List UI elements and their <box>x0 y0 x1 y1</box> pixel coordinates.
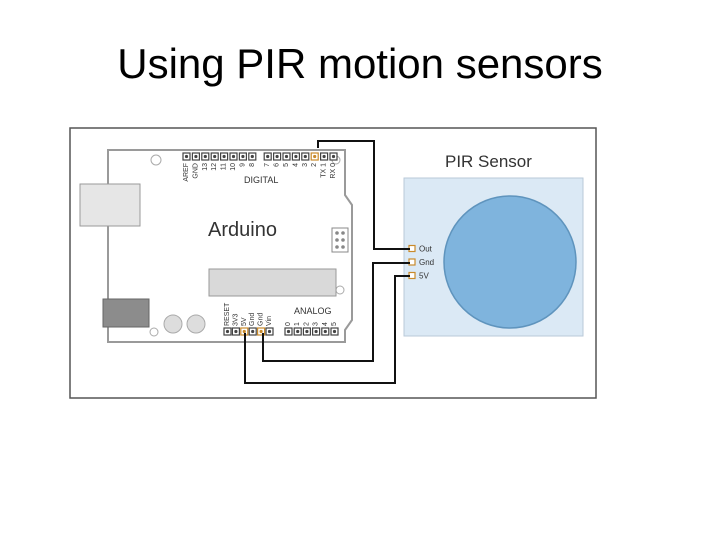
header-pin-hole <box>332 329 337 334</box>
pin-label: 11 <box>221 163 228 170</box>
icsp-pin <box>341 238 345 242</box>
header-pin-hole <box>251 329 255 334</box>
header-pin-hole <box>296 329 300 334</box>
pin-label: 2 <box>311 163 318 167</box>
header-pin-hole <box>313 154 317 159</box>
header-pin-hole <box>222 154 226 159</box>
header-pin-hole <box>266 154 270 159</box>
icsp-pin <box>335 231 339 235</box>
pin-label: 9 <box>239 163 246 167</box>
pin-label: Vin <box>266 316 273 326</box>
pin-label: 5 <box>283 163 290 167</box>
pin-label: 5 <box>331 322 338 326</box>
icsp-pin <box>335 238 339 242</box>
pin-label: 12 <box>211 163 218 171</box>
header-pin-hole <box>314 329 318 334</box>
header-pin-hole <box>303 154 307 159</box>
header-pin-hole <box>323 329 327 334</box>
pin-label: 8 <box>249 163 256 167</box>
mount-hole <box>149 327 159 337</box>
header-pin-hole <box>259 329 263 334</box>
pir-sensor-dome <box>443 195 577 329</box>
header-pin-hole <box>286 329 291 334</box>
header-pin-hole <box>231 154 236 159</box>
pin-label: Gnd <box>258 313 265 326</box>
header-pin-hole <box>322 154 326 159</box>
header-pin-hole <box>305 329 309 334</box>
pin-label: 10 <box>230 163 237 171</box>
header-pin-hole <box>213 154 217 159</box>
pin-label: 4 <box>322 322 329 326</box>
header-pin-hole <box>203 154 207 159</box>
analog-label: ANALOG <box>294 306 332 316</box>
header-pin-hole <box>225 329 230 334</box>
digital-label: DIGITAL <box>244 175 278 185</box>
mount-hole <box>150 154 162 166</box>
header-pin-hole <box>267 329 272 334</box>
header-pin-hole <box>241 154 245 159</box>
pin-label: TX 1 <box>321 163 328 178</box>
capacitor <box>186 314 206 334</box>
pin-label: 2 <box>303 322 310 326</box>
header-pin-hole <box>294 154 298 159</box>
pin-label: 5V <box>241 317 248 326</box>
pin-label: 1 <box>294 322 301 326</box>
header-pin-hole <box>275 154 279 159</box>
pin-label: Gnd <box>249 313 256 326</box>
icsp-pin <box>341 231 345 235</box>
pir-sensor-title: PIR Sensor <box>445 152 532 171</box>
pin-label: 13 <box>202 163 209 171</box>
header-pin-hole <box>234 329 238 334</box>
microcontroller-chip <box>208 268 337 297</box>
sensor-pin-label: Out <box>419 245 433 254</box>
capacitor <box>163 314 183 334</box>
slide-title: Using PIR motion sensors <box>117 40 603 87</box>
pin-label: RX 0 <box>330 163 337 179</box>
power-jack <box>102 298 150 328</box>
wire-gnd <box>262 262 410 362</box>
wire-out-to-pin2 <box>317 140 410 250</box>
sensor-pin-label: Gnd <box>419 258 434 267</box>
header-pin-hole <box>284 154 289 159</box>
icsp-header <box>331 227 349 253</box>
mount-hole <box>335 285 345 295</box>
pin-label: 4 <box>292 163 299 167</box>
header-pin-hole <box>184 154 189 159</box>
pin-label: 3 <box>313 322 320 326</box>
header-pin-hole <box>250 154 254 159</box>
header-pin-hole <box>194 154 198 159</box>
header-pin-hole <box>331 154 336 159</box>
pin-label: GND <box>192 163 199 179</box>
sensor-pin-label: 5V <box>419 272 429 281</box>
pin-label: 7 <box>264 163 271 167</box>
pin-label: AREF <box>183 163 190 182</box>
pin-label: RESET <box>224 302 231 326</box>
wire-5v <box>244 275 410 384</box>
pin-label: 6 <box>274 163 281 167</box>
header-pin-hole <box>242 329 246 334</box>
arduino-label: Arduino <box>208 219 277 241</box>
icsp-pin <box>335 245 339 249</box>
pin-label: 3V3 <box>232 313 239 326</box>
pin-label: 3 <box>302 163 309 167</box>
usb-connector <box>79 183 141 227</box>
icsp-pin <box>341 245 345 249</box>
pin-label: 0 <box>285 322 292 326</box>
